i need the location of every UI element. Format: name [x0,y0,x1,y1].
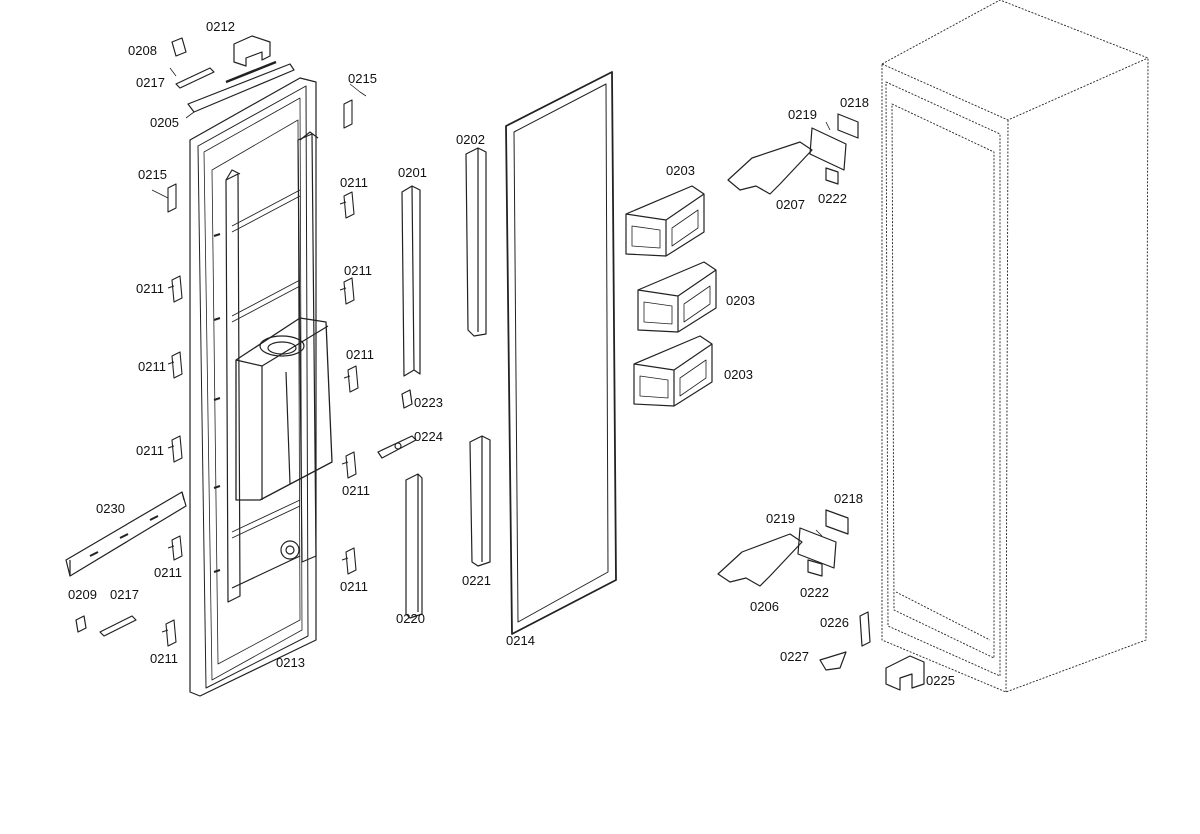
top-parts [171,35,295,113]
label-0207: 0207 [776,197,805,212]
label-0226: 0226 [820,615,849,630]
label-0206: 0206 [750,599,779,614]
label-0211: 0211 [150,651,178,666]
label-0211: 0211 [344,263,372,278]
label-0211: 0211 [346,347,374,362]
label-0211: 0211 [340,175,368,190]
door-bins [625,185,717,407]
label-0219: 0219 [788,107,817,122]
label-0227: 0227 [780,649,809,664]
label-0222: 0222 [818,191,847,206]
label-0215: 0215 [348,71,377,86]
label-0218: 0218 [840,95,869,110]
label-0205: 0205 [150,115,179,130]
label-0202: 0202 [456,132,485,147]
refrigerator-cabinet [881,0,1149,693]
label-0209: 0209 [68,587,97,602]
label-0221: 0221 [462,573,491,588]
label-0203: 0203 [666,163,695,178]
label-0211: 0211 [138,359,166,374]
door-gasket [505,71,617,635]
label-0217: 0217 [136,75,165,90]
label-0201: 0201 [398,165,427,180]
label-0214: 0214 [506,633,535,648]
label-0223: 0223 [414,395,443,410]
leader-lines [151,67,831,537]
label-0215: 0215 [138,167,167,182]
label-0213: 0213 [276,655,305,670]
door-assembly [189,77,333,697]
label-0224: 0224 [414,429,443,444]
label-0217: 0217 [110,587,139,602]
label-0225: 0225 [926,673,955,688]
trim-strips [377,147,491,619]
label-0208: 0208 [128,43,157,58]
label-0220: 0220 [396,611,425,626]
label-0203: 0203 [724,367,753,382]
hinge-parts [717,113,925,691]
label-0218: 0218 [834,491,863,506]
label-0222: 0222 [800,585,829,600]
label-0211: 0211 [136,443,164,458]
label-0219: 0219 [766,511,795,526]
label-0211: 0211 [136,281,164,296]
bottom-left-parts [65,491,187,637]
label-0230: 0230 [96,501,125,516]
door-brackets [161,99,359,647]
label-0211: 0211 [342,483,370,498]
label-0211: 0211 [340,579,368,594]
label-0203: 0203 [726,293,755,308]
label-0212: 0212 [206,19,235,34]
label-0211: 0211 [154,565,182,580]
